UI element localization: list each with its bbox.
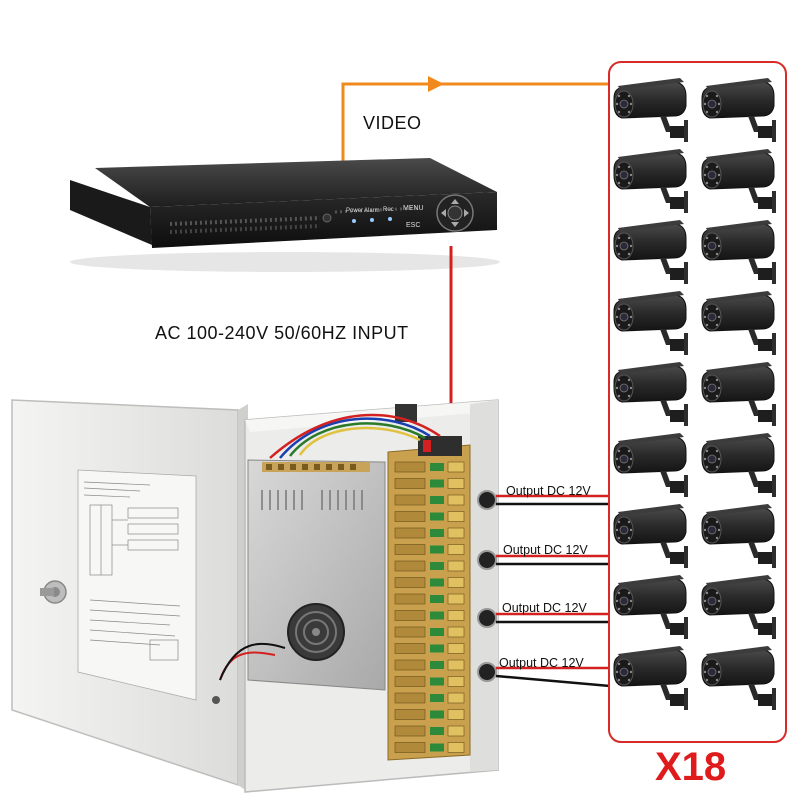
output-dc-label-4: Output DC 12V xyxy=(499,656,584,670)
camera-icon xyxy=(613,149,688,213)
dc-output-cables xyxy=(495,494,611,688)
camera-icon xyxy=(701,291,776,355)
switching-power-supply xyxy=(219,459,386,691)
camera-icon xyxy=(613,646,688,710)
dvr-recorder xyxy=(70,158,500,272)
dvr-power-led-label: Power xyxy=(346,208,364,214)
camera-icon xyxy=(701,149,776,213)
camera-icon xyxy=(701,433,776,497)
cabinet-door xyxy=(11,399,248,792)
camera-icon xyxy=(613,220,688,284)
camera-icon xyxy=(701,78,776,142)
dvr-alarm-led-label: Alarm xyxy=(364,208,380,214)
camera-icon xyxy=(613,504,688,568)
camera-icon xyxy=(613,433,688,497)
ac-input-label: AC 100-240V 50/60HZ INPUT xyxy=(155,323,409,343)
output-dc-label-1: Output DC 12V xyxy=(506,484,591,498)
camera-icon xyxy=(613,291,688,355)
camera-icon xyxy=(613,78,688,142)
camera-icon xyxy=(613,575,688,639)
camera-icon xyxy=(701,575,776,639)
camera-icon xyxy=(613,362,688,426)
camera-icon xyxy=(701,362,776,426)
video-signal-line xyxy=(341,76,610,165)
camera-grid xyxy=(613,78,776,710)
dvr-esc-label: ESC xyxy=(406,222,421,229)
dvr-rec-led-label: Rec xyxy=(383,207,394,213)
output-dc-label-3: Output DC 12V xyxy=(502,601,587,615)
camera-icon xyxy=(701,504,776,568)
fuse-distribution-board xyxy=(269,413,471,761)
camera-icon xyxy=(701,646,776,710)
camera-icon xyxy=(701,220,776,284)
camera-count-label: X18 xyxy=(655,745,727,789)
camera-group-frame xyxy=(608,61,787,743)
dvr-menu-label: MENU xyxy=(403,205,424,212)
video-label: VIDEO xyxy=(363,113,422,133)
output-dc-label-2: Output DC 12V xyxy=(503,543,588,557)
